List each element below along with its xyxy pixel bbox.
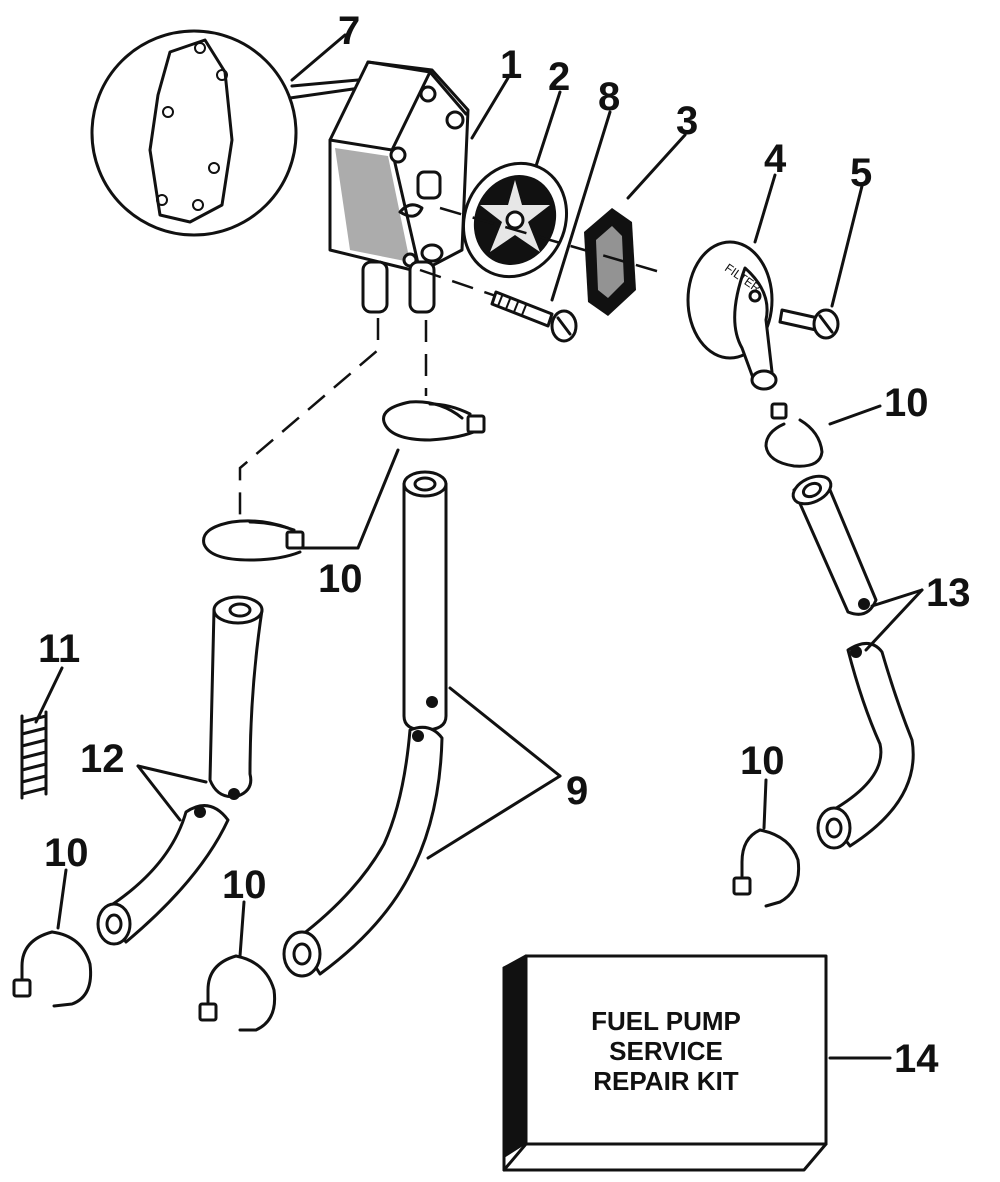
hose-long-curved bbox=[282, 725, 444, 978]
callout-1: 1 bbox=[500, 43, 522, 87]
service-repair-kit-box: FUEL PUMP SERVICE REPAIR KIT bbox=[502, 954, 828, 1172]
clamp-right-top bbox=[764, 402, 824, 468]
hose-right-lower bbox=[816, 642, 915, 850]
hose-right-upper bbox=[791, 474, 878, 616]
callout-3: 3 bbox=[676, 99, 698, 143]
filter-screen bbox=[584, 208, 636, 316]
clamp-top-center bbox=[382, 400, 486, 442]
hose-left-upper bbox=[208, 595, 264, 800]
diaphragm bbox=[461, 161, 569, 279]
hose-long-straight bbox=[402, 470, 448, 732]
callout-10-right-top: 10 bbox=[884, 381, 929, 425]
callout-10-upper-center: 10 bbox=[318, 557, 363, 601]
callout-10-bottom-left: 10 bbox=[44, 831, 89, 875]
clamp-bottom-center bbox=[198, 954, 277, 1032]
part-callouts: 1 2 8 3 4 5 7 10 10 13 11 12 9 10 10 10 … bbox=[38, 9, 971, 1081]
callout-9: 9 bbox=[566, 769, 588, 813]
callout-8: 8 bbox=[598, 75, 620, 119]
callout-12: 12 bbox=[80, 737, 125, 781]
callout-11: 11 bbox=[38, 627, 80, 671]
kit-label-line2: SERVICE bbox=[609, 1036, 723, 1066]
clamp-upper-left bbox=[202, 519, 305, 562]
clamp-right-bottom bbox=[732, 828, 801, 908]
callout-14: 14 bbox=[894, 1037, 939, 1081]
callout-13: 13 bbox=[926, 571, 971, 615]
callout-2: 2 bbox=[548, 55, 570, 99]
pump-screw bbox=[490, 290, 578, 343]
callout-5: 5 bbox=[850, 151, 872, 195]
hose-left-lower bbox=[96, 804, 230, 946]
kit-label-line1: FUEL PUMP bbox=[591, 1006, 741, 1036]
kit-label-line3: REPAIR KIT bbox=[593, 1066, 739, 1096]
leader-lines bbox=[34, 33, 924, 1060]
clamp-bottom-left bbox=[12, 930, 93, 1008]
cover-screw bbox=[778, 308, 840, 340]
gasket-detail-bubble bbox=[90, 29, 362, 237]
callout-10-right-bottom: 10 bbox=[740, 739, 785, 783]
spring bbox=[20, 710, 48, 800]
fuel-pump-body bbox=[328, 60, 470, 314]
callout-7: 7 bbox=[338, 9, 360, 53]
filter-cover: FILTER bbox=[686, 240, 778, 391]
callout-10-bottom-center: 10 bbox=[222, 863, 267, 907]
callout-4: 4 bbox=[764, 137, 787, 181]
